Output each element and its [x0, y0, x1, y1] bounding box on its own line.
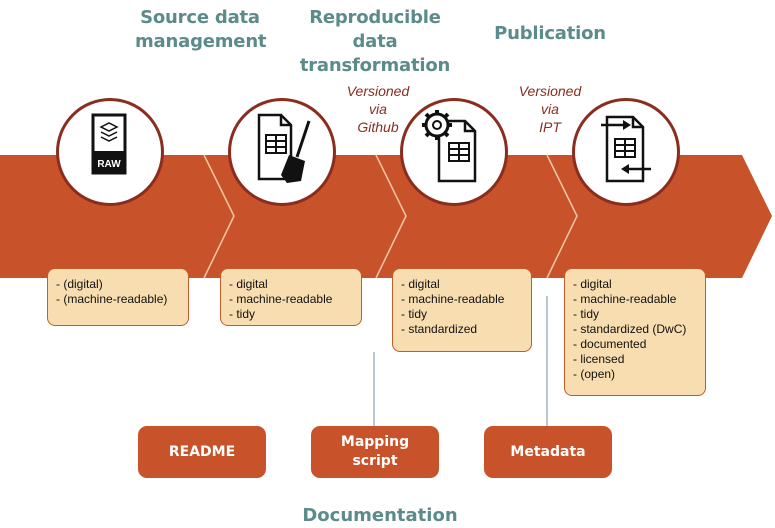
spreadsheet-broom-icon [257, 113, 311, 183]
list-item: (open) [573, 367, 697, 382]
versioned-github-label: Versioned via Github [346, 83, 410, 135]
spreadsheet-exchange-icon [601, 115, 651, 183]
heading-publication: Publication [494, 23, 606, 44]
card-publication-list: digital machine-readable tidy standardiz… [573, 277, 697, 382]
documentation-title: Documentation [302, 505, 458, 526]
broom-circle [228, 98, 336, 206]
list-item: (machine-readable) [56, 292, 180, 307]
card-source: (digital) (machine-readable) [47, 268, 189, 326]
raw-label: RAW [97, 159, 121, 170]
list-item: tidy [229, 307, 353, 322]
gear-circle [400, 98, 508, 206]
list-item: tidy [573, 307, 697, 322]
chevron-3 [546, 154, 578, 279]
card-standardization: digital machine-readable tidy standardiz… [392, 268, 532, 352]
exchange-circle [572, 98, 680, 206]
list-item: licensed [573, 352, 697, 367]
versioned-ipt-label: Versioned via IPT [518, 83, 582, 135]
doc-metadata: Metadata [484, 426, 612, 478]
card-publication: digital machine-readable tidy standardiz… [564, 268, 706, 396]
raw-file-circle: RAW [56, 98, 164, 206]
list-item: tidy [401, 307, 523, 322]
list-item: machine-readable [229, 292, 353, 307]
spreadsheet-gear-icon [422, 110, 477, 183]
list-item: digital [573, 277, 697, 292]
arrow-band [0, 155, 772, 278]
doc-mapping-script: Mapping script [311, 426, 439, 478]
doc-readme: README [138, 426, 266, 478]
card-transformation: digital machine-readable tidy [220, 268, 362, 326]
list-item: digital [401, 277, 523, 292]
heading-source-data: Source data management [135, 7, 267, 52]
list-item: machine-readable [573, 292, 697, 307]
raw-file-icon: RAW [91, 113, 127, 175]
list-item: documented [573, 337, 697, 352]
list-item: (digital) [56, 277, 180, 292]
list-item: digital [229, 277, 353, 292]
chevron-2 [375, 154, 407, 279]
card-standardization-list: digital machine-readable tidy standardiz… [401, 277, 523, 337]
card-transformation-list: digital machine-readable tidy [229, 277, 353, 322]
list-item: standardized (DwC) [573, 322, 697, 337]
list-item: machine-readable [401, 292, 523, 307]
heading-transformation: Reproducible data transformation [299, 7, 451, 76]
card-source-list: (digital) (machine-readable) [56, 277, 180, 307]
chevron-1 [203, 154, 235, 279]
list-item: standardized [401, 322, 523, 337]
